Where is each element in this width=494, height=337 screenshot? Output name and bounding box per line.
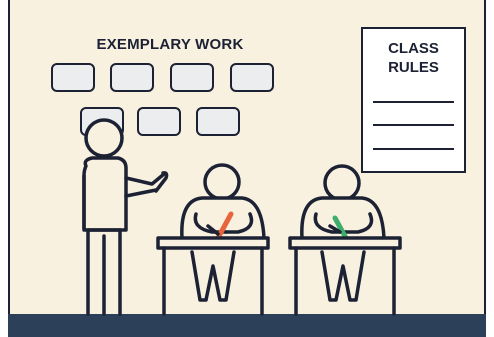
exemplary-work-title: EXEMPLARY WORK xyxy=(96,36,244,53)
rule-line xyxy=(373,148,454,150)
class-rules-title: CLASS RULES xyxy=(363,39,464,77)
student-icon xyxy=(288,164,402,316)
class-rules-title-line2: RULES xyxy=(388,59,439,76)
work-sample-tile xyxy=(196,107,240,136)
work-sample-tile xyxy=(230,63,274,92)
work-sample-tile xyxy=(137,107,181,136)
class-rules-title-line1: CLASS xyxy=(388,40,439,57)
teacher-icon xyxy=(82,118,169,316)
student-icon xyxy=(156,163,270,316)
rule-line xyxy=(373,124,454,126)
classroom-floor xyxy=(8,314,486,337)
work-sample-tile xyxy=(110,63,154,92)
work-sample-tile xyxy=(170,63,214,92)
work-sample-tile xyxy=(51,63,95,92)
rule-line xyxy=(373,101,454,103)
class-rules-poster: CLASS RULES xyxy=(361,27,466,173)
